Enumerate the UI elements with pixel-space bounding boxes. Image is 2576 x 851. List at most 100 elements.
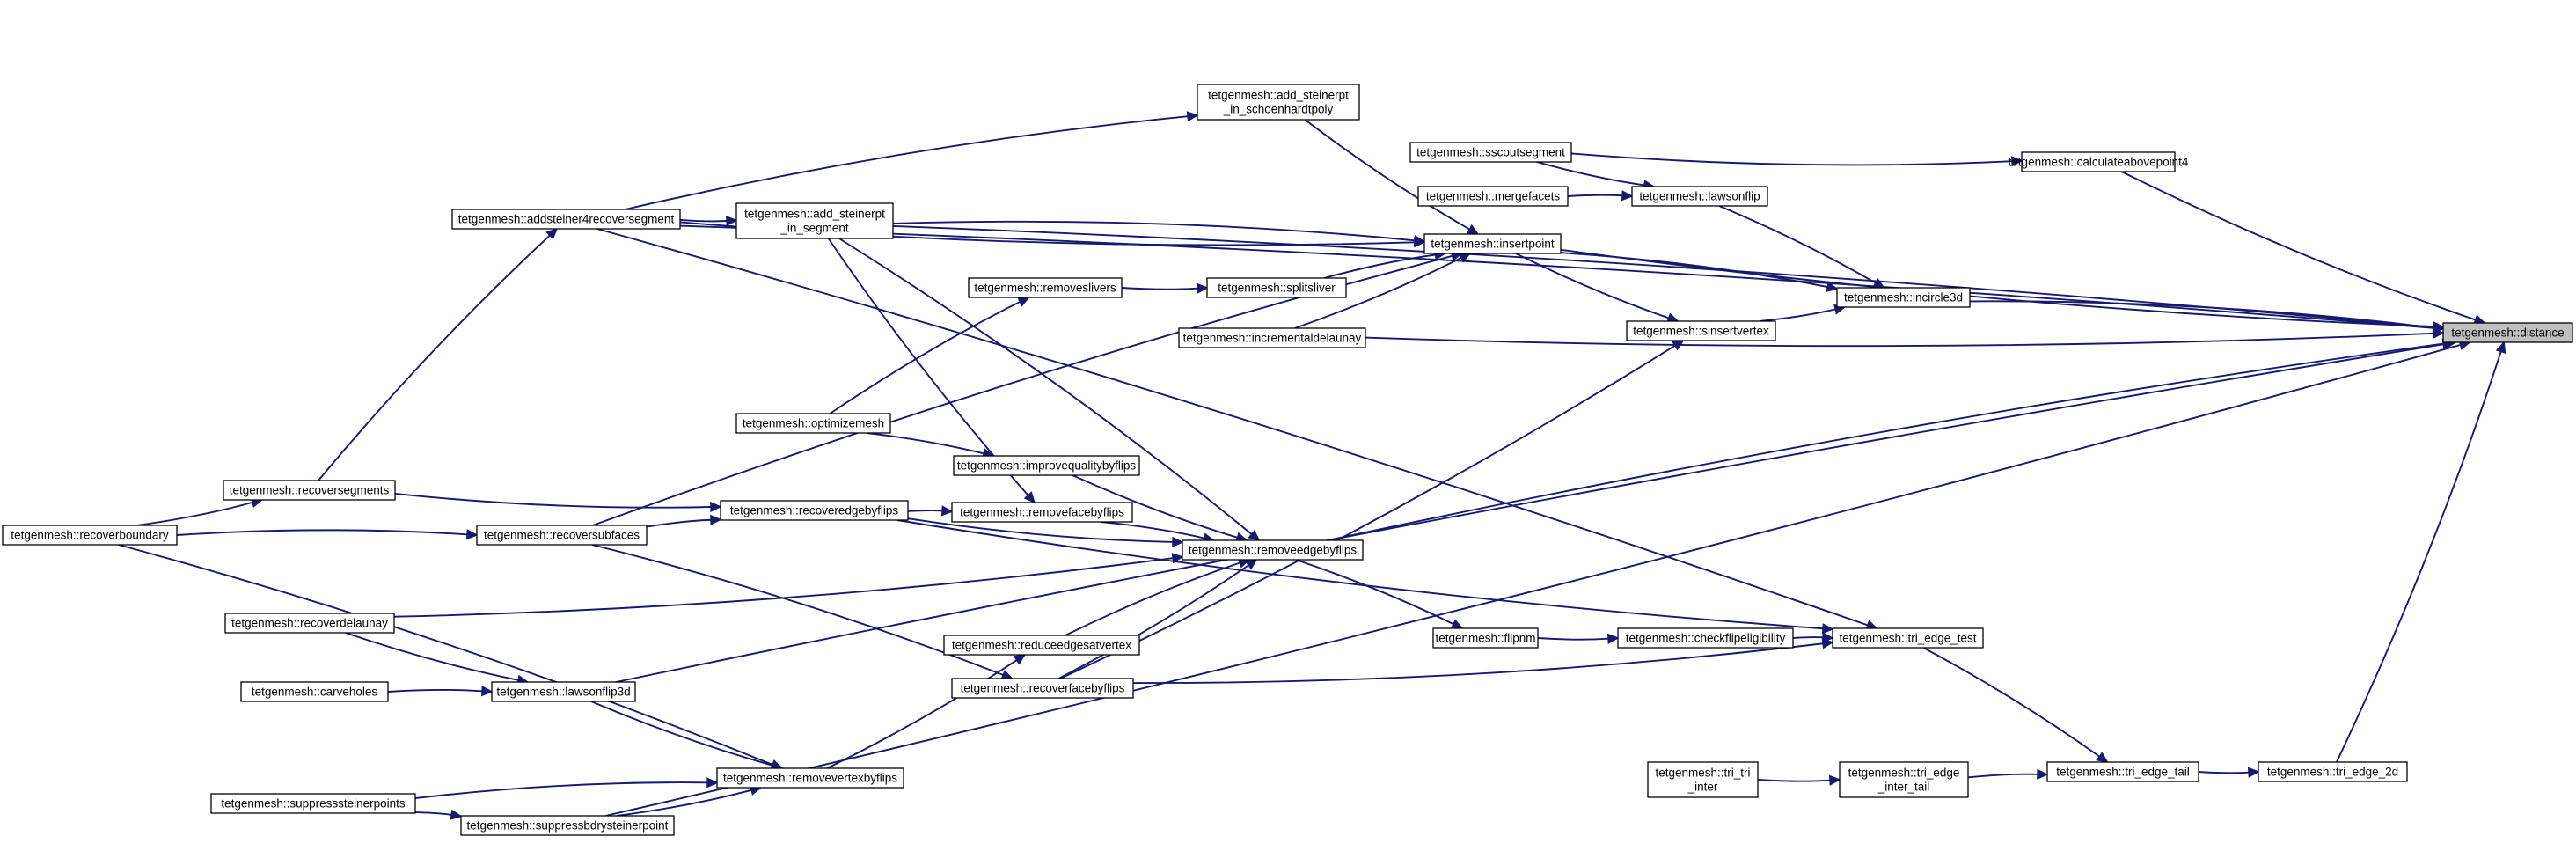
node-tri_edge_tail[interactable]: tetgenmesh::tri_edge_tail xyxy=(2046,761,2199,782)
edge-recoversubfaces-to-recoveredgebyflips xyxy=(646,518,712,528)
node-label-tri_edge_tail: tetgenmesh::tri_edge_tail xyxy=(2056,766,2190,779)
arrowhead-removeedgebyflips-to-flipnm xyxy=(1450,619,1464,629)
node-box-reduceedgesatvertex[interactable] xyxy=(943,635,1140,656)
node-incircle3d[interactable]: tetgenmesh::incircle3d xyxy=(1836,287,1971,308)
edge-removevertexbyflips-to-reduceedgesatvertex xyxy=(826,659,1018,769)
node-box-tri_edge_test[interactable] xyxy=(1832,627,1984,649)
node-label-recoverboundary: tetgenmesh::recoverboundary xyxy=(11,529,169,542)
node-removeslivers[interactable]: tetgenmesh::removeslivers xyxy=(968,277,1123,298)
node-box-incrementaldelaunay[interactable] xyxy=(1178,327,1366,348)
node-incrementaldelaunay[interactable]: tetgenmesh::incrementaldelaunay xyxy=(1178,327,1366,348)
node-tri_tri_inter[interactable]: tetgenmesh::tri_tri_inter xyxy=(1647,761,1759,798)
edge-recoveredgebyflips-to-removefacebyflips xyxy=(907,510,943,512)
node-carveholes[interactable]: tetgenmesh::carveholes xyxy=(240,681,389,702)
node-reduceedgesatvertex[interactable]: tetgenmesh::reduceedgesatvertex xyxy=(943,635,1140,656)
edge-sscoutsegment-to-calculateabovepoint4 xyxy=(1570,152,2013,166)
node-box-removevertexbyflips[interactable] xyxy=(716,767,904,789)
node-box-lawsonflip[interactable] xyxy=(1631,186,1768,207)
node-box-carveholes[interactable] xyxy=(240,681,389,702)
node-box-add_steinerpt_in_schoenhardtpoly[interactable] xyxy=(1197,84,1360,121)
node-box-suppressbdrysteinerpoint[interactable] xyxy=(460,815,675,836)
node-insertpoint[interactable]: tetgenmesh::insertpoint xyxy=(1423,233,1562,254)
node-box-suppresssteinerpoints[interactable] xyxy=(210,793,416,814)
node-calculateabovepoint4[interactable]: tetgenmesh::calculateabovepoint4 xyxy=(2009,151,2189,172)
node-recoveredgebyflips[interactable]: tetgenmesh::recoveredgebyflips xyxy=(720,500,909,521)
node-label-addsteiner4recoversegment: tetgenmesh::addsteiner4recoversegment xyxy=(458,213,675,226)
node-sscoutsegment[interactable]: tetgenmesh::sscoutsegment xyxy=(1409,142,1572,163)
node-tri_edge_inter_tail[interactable]: tetgenmesh::tri_edge_inter_tail xyxy=(1839,761,1969,798)
node-add_steinerpt_in_segment[interactable]: tetgenmesh::add_steinerpt_in_segment xyxy=(735,202,894,239)
node-box-mergefacets[interactable] xyxy=(1417,186,1569,207)
node-removeedgebyflips[interactable]: tetgenmesh::removeedgebyflips xyxy=(1182,539,1364,561)
node-splitsliver[interactable]: tetgenmesh::splitsliver xyxy=(1206,277,1347,298)
node-recoverdelaunay[interactable]: tetgenmesh::recoverdelaunay xyxy=(224,613,395,634)
node-add_steinerpt_in_schoenhardtpoly[interactable]: tetgenmesh::add_steinerpt_in_schoenhardt… xyxy=(1197,84,1360,121)
node-box-add_steinerpt_in_segment[interactable] xyxy=(735,202,894,239)
edge-optimizemesh-to-improvequalitybyflips xyxy=(867,432,984,455)
node-box-sscoutsegment[interactable] xyxy=(1409,142,1572,163)
node-box-tri_tri_inter[interactable] xyxy=(1647,761,1759,798)
arrowhead-tri_edge_tail-to-tri_edge_2d xyxy=(2247,767,2260,778)
node-box-removeedgebyflips[interactable] xyxy=(1182,539,1364,561)
node-box-sinsertvertex[interactable] xyxy=(1626,320,1776,341)
node-box-distance[interactable] xyxy=(2442,322,2573,343)
node-box-tri_edge_inter_tail[interactable] xyxy=(1839,761,1969,798)
node-box-improvequalitybyflips[interactable] xyxy=(953,455,1140,476)
node-label-lawsonflip: tetgenmesh::lawsonflip xyxy=(1639,190,1760,203)
node-box-flipnm[interactable] xyxy=(1432,627,1539,649)
node-box-recoversubfaces[interactable] xyxy=(476,525,648,546)
edge-recoverfacebyflips-to-sinsertvertex xyxy=(1059,345,1676,679)
node-label-incrementaldelaunay: tetgenmesh::incrementaldelaunay xyxy=(1183,332,1362,345)
edge-removeedgebyflips-to-flipnm xyxy=(1295,559,1454,626)
node-removevertexbyflips[interactable]: tetgenmesh::removevertexbyflips xyxy=(716,767,904,789)
node-flipnm[interactable]: tetgenmesh::flipnm xyxy=(1432,627,1539,649)
node-lawsonflip3d[interactable]: tetgenmesh::lawsonflip3d xyxy=(491,681,636,702)
node-optimizemesh[interactable]: tetgenmesh::optimizemesh xyxy=(735,413,891,434)
node-box-checkflipeligibility[interactable] xyxy=(1617,627,1794,649)
node-lawsonflip[interactable]: tetgenmesh::lawsonflip xyxy=(1631,186,1768,207)
node-box-removefacebyflips[interactable] xyxy=(951,502,1133,523)
node-suppresssteinerpoints[interactable]: tetgenmesh::suppresssteinerpoints xyxy=(210,793,416,814)
node-addsteiner4recoversegment[interactable]: tetgenmesh::addsteiner4recoversegment xyxy=(451,209,681,230)
node-label-recoversubfaces: tetgenmesh::recoversubfaces xyxy=(484,529,640,542)
node-box-recoverboundary[interactable] xyxy=(2,525,178,546)
node-box-splitsliver[interactable] xyxy=(1206,277,1347,298)
node-box-recoverdelaunay[interactable] xyxy=(224,613,395,634)
node-recoverboundary[interactable]: tetgenmesh::recoverboundary xyxy=(2,525,178,546)
node-suppressbdrysteinerpoint[interactable]: tetgenmesh::suppressbdrysteinerpoint xyxy=(460,815,675,836)
node-box-optimizemesh[interactable] xyxy=(735,413,891,434)
node-removefacebyflips[interactable]: tetgenmesh::removefacebyflips xyxy=(951,502,1133,523)
node-box-recoveredgebyflips[interactable] xyxy=(720,500,909,521)
node-label-recoverdelaunay: tetgenmesh::recoverdelaunay xyxy=(231,617,388,630)
node-box-insertpoint[interactable] xyxy=(1423,233,1562,254)
node-recoversegments[interactable]: tetgenmesh::recoversegments xyxy=(223,480,396,501)
node-improvequalitybyflips[interactable]: tetgenmesh::improvequalitybyflips xyxy=(953,455,1140,476)
node-box-tri_edge_tail[interactable] xyxy=(2046,761,2199,782)
node-recoverfacebyflips[interactable]: tetgenmesh::recoverfacebyflips xyxy=(951,678,1134,699)
arrowhead-insertpoint-to-incircle3d xyxy=(1826,281,1839,292)
edge-recoveredgebyflips-to-tri_edge_test xyxy=(896,519,1824,630)
node-box-tri_edge_2d[interactable] xyxy=(2258,761,2408,782)
node-box-lawsonflip3d[interactable] xyxy=(491,681,636,702)
node-label-suppresssteinerpoints: tetgenmesh::suppresssteinerpoints xyxy=(221,797,406,811)
node-box-incircle3d[interactable] xyxy=(1836,287,1971,308)
node-box-removeslivers[interactable] xyxy=(968,277,1123,298)
node-checkflipeligibility[interactable]: tetgenmesh::checkflipeligibility xyxy=(1617,627,1794,649)
node-tri_edge_test[interactable]: tetgenmesh::tri_edge_test xyxy=(1832,627,1984,649)
node-mergefacets[interactable]: tetgenmesh::mergefacets xyxy=(1417,186,1569,207)
node-tri_edge_2d[interactable]: tetgenmesh::tri_edge_2d xyxy=(2258,761,2408,782)
node-box-recoverfacebyflips[interactable] xyxy=(951,678,1134,699)
edge-recoverboundary-to-removevertexbyflips xyxy=(118,544,773,766)
edge-removefacebyflips-to-removeedgebyflips xyxy=(1101,521,1204,539)
node-sinsertvertex[interactable]: tetgenmesh::sinsertvertex xyxy=(1626,320,1776,341)
node-label-carveholes: tetgenmesh::carveholes xyxy=(252,686,378,699)
node-box-recoversegments[interactable] xyxy=(223,480,396,501)
node-box-addsteiner4recoversegment[interactable] xyxy=(451,209,681,230)
node-distance[interactable]: tetgenmesh::distance xyxy=(2442,322,2573,343)
arrowhead-addsteiner4recoversegment-to-add_steinerpt_in_segment xyxy=(725,215,738,227)
node-label-checkflipeligibility: tetgenmesh::checkflipeligibility xyxy=(1626,632,1786,645)
node-label-distance: tetgenmesh::distance xyxy=(2451,326,2564,340)
node-label-sinsertvertex: tetgenmesh::sinsertvertex xyxy=(1633,325,1769,338)
node-recoversubfaces[interactable]: tetgenmesh::recoversubfaces xyxy=(476,525,648,546)
node-box-calculateabovepoint4[interactable] xyxy=(2021,151,2176,172)
